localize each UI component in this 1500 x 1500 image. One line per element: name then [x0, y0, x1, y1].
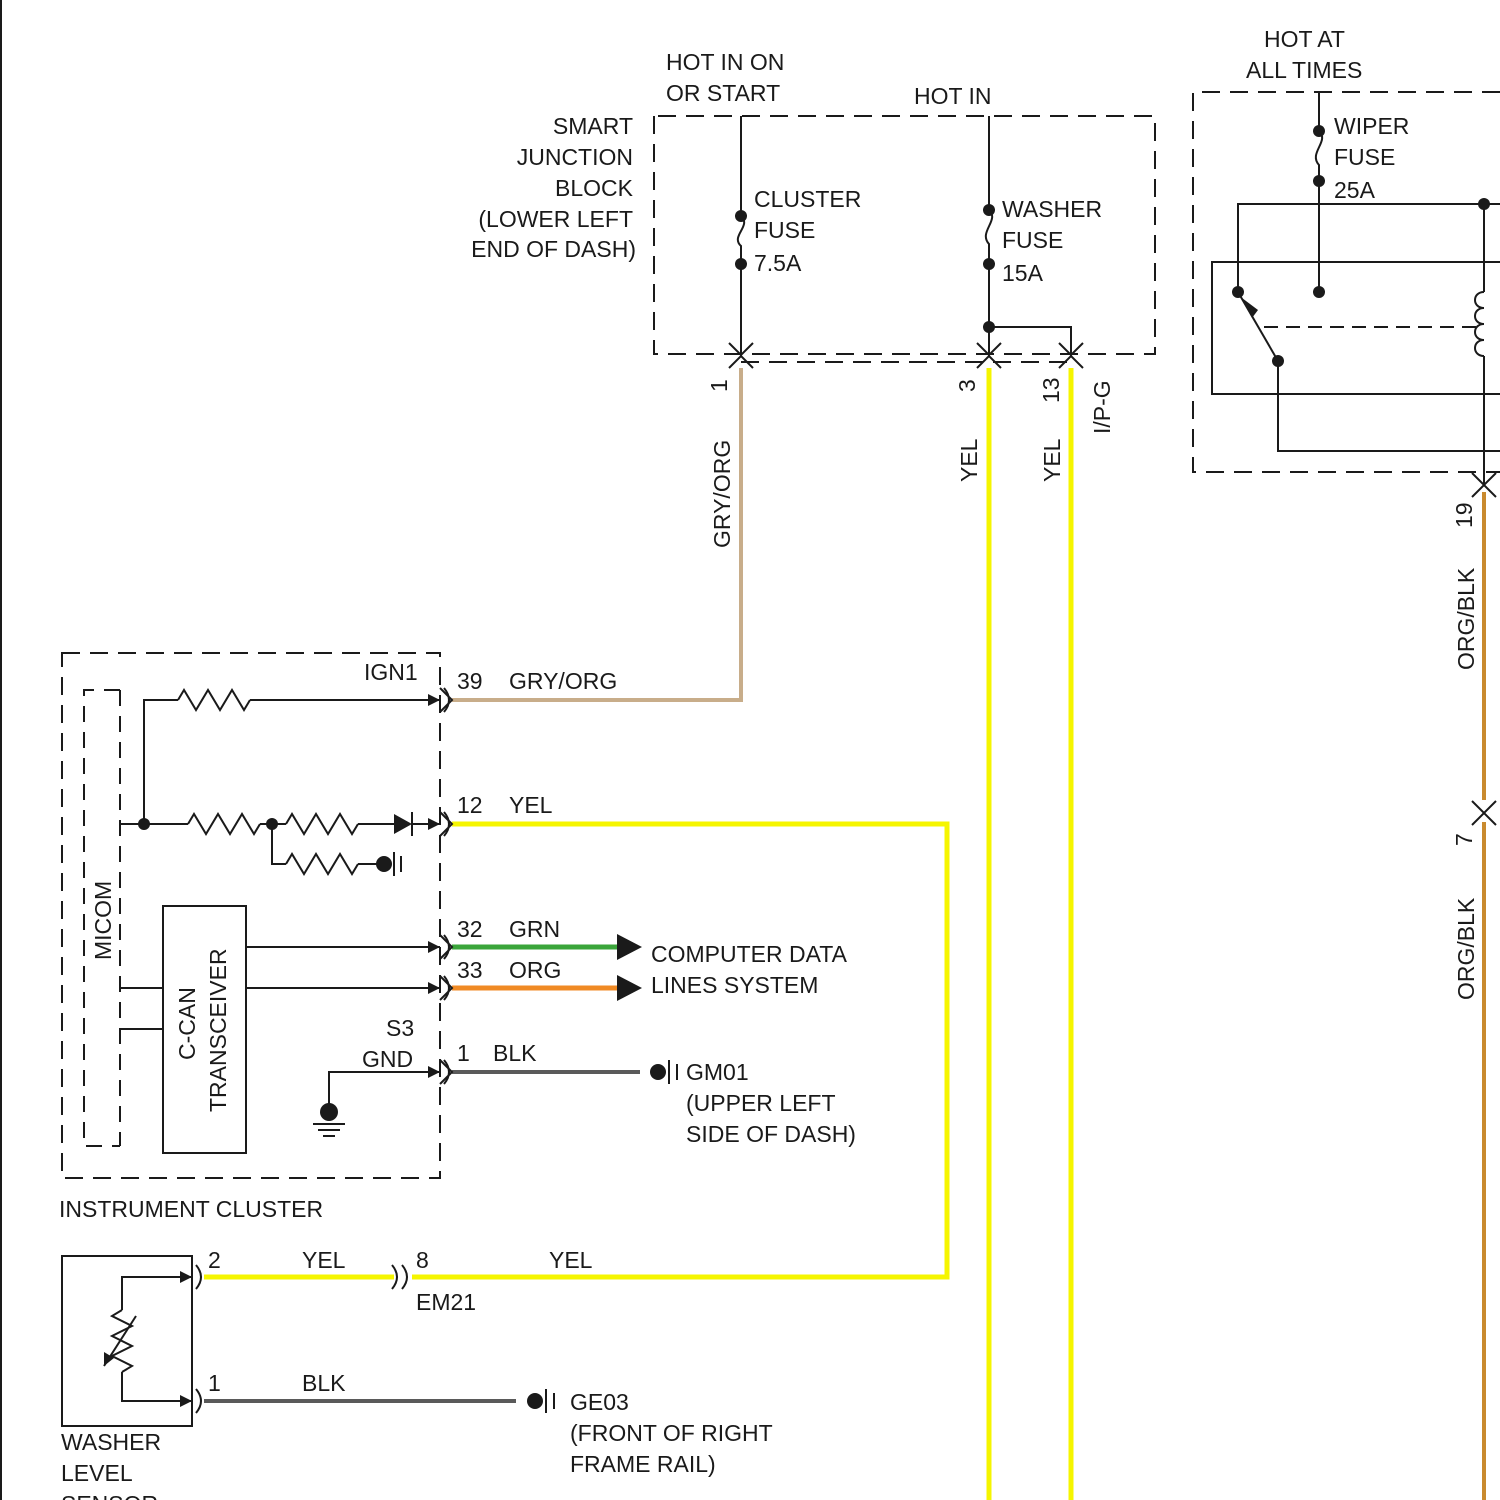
washer-fuse-label-2: FUSE [1002, 227, 1063, 253]
gry-org-vertical-label: GRY/ORG [709, 440, 735, 548]
hot-at-all-times-1: HOT AT [1264, 26, 1345, 52]
pin-13-label: 13 [1038, 377, 1064, 403]
em21-label: EM21 [416, 1289, 476, 1315]
pin-32-wire: GRN [509, 916, 560, 942]
washer-fuse-label-1: WASHER [1002, 196, 1102, 222]
gm01-label-1: GM01 [686, 1059, 749, 1085]
sensor-wire-yel-a: YEL [302, 1247, 346, 1273]
cluster-fuse-label-1: CLUSTER [754, 186, 861, 212]
sensor-pin-2: 2 [208, 1247, 221, 1273]
hot-in-label: HOT IN [914, 83, 992, 109]
ip-g-connector-icon [729, 343, 1083, 368]
org-blk-upper-label: ORG/BLK [1453, 567, 1479, 670]
s3-label: S3 [386, 1015, 414, 1041]
pin-1-gnd-label: 1 [457, 1040, 470, 1066]
pin-32-label: 32 [457, 916, 483, 942]
computer-data-lines: COMPUTER DATA LINES SYSTEM [617, 934, 848, 1001]
wiper-fuse-icon [1313, 125, 1325, 298]
ign1-resistor-icon [144, 690, 440, 824]
ge03-label-1: GE03 [570, 1389, 629, 1415]
pin-3-label: 3 [954, 379, 980, 392]
instrument-cluster-title: INSTRUMENT CLUSTER [59, 1196, 323, 1222]
pin-33-wire: ORG [509, 957, 561, 983]
pin-39-label: 39 [457, 668, 483, 694]
pin-1-gnd-wire: BLK [493, 1040, 537, 1066]
ge03-ground: GE03 (FRONT OF RIGHT FRAME RAIL) [527, 1389, 773, 1477]
pin-33-label: 33 [457, 957, 483, 983]
variable-resistor-icon [104, 1271, 192, 1407]
sjb-title-2: JUNCTION [517, 144, 633, 170]
cluster-connector-icon [440, 688, 464, 1084]
wiper-relay-block: HOT AT ALL TIMES WIPER FUSE 25A 19 7 ORG… [1193, 26, 1500, 1000]
pin-39-wire: GRY/ORG [509, 668, 617, 694]
wiper-relay-icon [1212, 198, 1500, 484]
ccan-label-1: C-CAN [174, 987, 200, 1060]
org-blk-lower-label: ORG/BLK [1453, 897, 1479, 1000]
yel-13-label: YEL [1039, 438, 1065, 482]
wires [204, 368, 1484, 1500]
ge03-label-3: FRAME RAIL) [570, 1451, 716, 1477]
em21-pin-8: 8 [416, 1247, 429, 1273]
ge03-label-2: (FRONT OF RIGHT [570, 1420, 773, 1446]
sensor-wire-blk: BLK [302, 1370, 346, 1396]
pin-12-wire: YEL [509, 792, 553, 818]
arrow-right-icon [617, 975, 642, 1001]
pin-7-label: 7 [1451, 833, 1477, 846]
wiper-fuse-label-1: WIPER [1334, 113, 1409, 139]
ip-g-label: I/P-G [1089, 380, 1115, 434]
instrument-cluster: MICOM C- [59, 653, 617, 1222]
sensor-title-1: WASHER [61, 1429, 161, 1455]
hot-at-all-times-2: ALL TIMES [1246, 57, 1362, 83]
ground-icon [650, 1064, 666, 1080]
sjb-title-1: SMART [553, 113, 633, 139]
sjb-title-5: END OF DASH) [471, 236, 636, 262]
micom-label: MICOM [90, 881, 116, 960]
computer-data-label-1: COMPUTER DATA [651, 941, 848, 967]
yel-3-label: YEL [956, 438, 982, 482]
wire-gry-org [452, 368, 741, 700]
cluster-fuse-icon [735, 210, 747, 354]
sensor-pin-1: 1 [208, 1370, 221, 1396]
ground-icon [527, 1393, 543, 1409]
pin-12-label: 12 [457, 792, 483, 818]
pin-19-label: 19 [1451, 502, 1477, 528]
gnd-label: GND [362, 1046, 413, 1072]
cluster-fuse-label-3: 7.5A [754, 250, 802, 276]
cluster-fuse-label-2: FUSE [754, 217, 815, 243]
gm01-label-3: SIDE OF DASH) [686, 1121, 856, 1147]
computer-data-label-2: LINES SYSTEM [651, 972, 818, 998]
arrow-right-icon [617, 934, 642, 960]
wiper-fuse-label-2: FUSE [1334, 144, 1395, 170]
gm01-ground: GM01 (UPPER LEFT SIDE OF DASH) [650, 1059, 856, 1147]
gm01-label-2: (UPPER LEFT [686, 1090, 836, 1116]
sensor-title-2: LEVEL [61, 1460, 133, 1486]
washer-fuse-label-3: 15A [1002, 260, 1044, 286]
internal-ground-icon [313, 1066, 440, 1136]
ign1-label: IGN1 [364, 659, 418, 685]
sjb-title-4: (LOWER LEFT [478, 206, 633, 232]
washer-level-sensor: 2 YEL 8 YEL EM21 1 BLK WASHER LEVEL SENS… [61, 1247, 593, 1500]
sjb-title-3: BLOCK [555, 175, 634, 201]
wiper-fuse-label-3: 25A [1334, 177, 1376, 203]
pin-1-label: 1 [706, 379, 732, 392]
washer-input-circuit-icon [120, 812, 440, 876]
sensor-title-3: SENSOR [61, 1491, 158, 1500]
ccan-label-2: TRANSCEIVER [205, 948, 231, 1112]
smart-junction-block: SMART JUNCTION BLOCK (LOWER LEFT END OF … [471, 49, 1155, 548]
em21-connector-icon [392, 1265, 407, 1289]
hot-in-on-start-2: OR START [666, 80, 780, 106]
sensor-wire-yel-b: YEL [549, 1247, 593, 1273]
hot-in-on-start-1: HOT IN ON [666, 49, 784, 75]
